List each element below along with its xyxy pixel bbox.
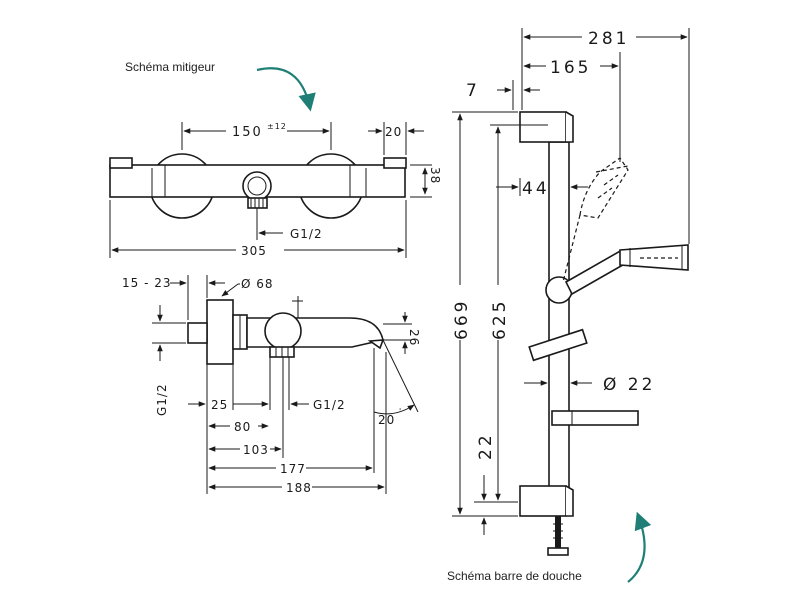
dim-669-label: 669 bbox=[452, 299, 472, 340]
dim-625-label: 625 bbox=[490, 299, 510, 340]
dim-22-label: 22 bbox=[476, 432, 496, 460]
dim-150-tolerance-label: ±12 bbox=[267, 122, 287, 131]
teal-arrow-icon bbox=[627, 511, 652, 583]
dim-188-label: 188 bbox=[286, 481, 312, 495]
mixer-schema-caption: Schéma mitigeur bbox=[125, 60, 215, 74]
dim-177-label: 177 bbox=[280, 462, 306, 476]
dim-281-label: 281 bbox=[588, 29, 629, 49]
dim-7-label: 7 bbox=[466, 81, 480, 101]
dim-20-angle-label: 20 bbox=[378, 413, 395, 427]
dim-26-label: 26 bbox=[407, 329, 421, 346]
thread-g12-top-label: G1/2 bbox=[290, 227, 323, 241]
dim-d22-label: Ø 22 bbox=[603, 375, 655, 395]
dim-165-label: 165 bbox=[550, 58, 591, 78]
dim-38-label: 38 bbox=[428, 167, 442, 184]
dim-305-label: 305 bbox=[241, 244, 267, 258]
dim-25-label: 25 bbox=[211, 398, 228, 412]
dim-d68-label: Ø 68 bbox=[241, 277, 274, 291]
mixer-side-view: 15 - 23 Ø 68 G1/2 26 20 ' bbox=[122, 275, 421, 495]
dim-103-label: 103 bbox=[243, 443, 269, 457]
mixer-top-view: 150 ±12 20 38 G1/2 305 bbox=[109, 122, 442, 258]
dim-150-label: 150 bbox=[232, 125, 263, 140]
degree-mark: ' bbox=[399, 407, 402, 416]
dim-80-label: 80 bbox=[234, 420, 251, 434]
dim-15-23-label: 15 - 23 bbox=[122, 276, 172, 290]
shower-bar-schema-caption: Schéma barre de douche bbox=[447, 569, 582, 583]
dim-20-top-label: 20 bbox=[385, 125, 402, 139]
thread-g12-vertical-label: G1/2 bbox=[155, 383, 169, 416]
thread-g12-side-label: G1/2 bbox=[313, 398, 346, 412]
dim-44-label: 44 bbox=[522, 179, 550, 199]
teal-arrow-icon bbox=[256, 67, 316, 112]
shower-bar-view: Ø 22 281 165 7 44 669 6 bbox=[452, 28, 690, 556]
